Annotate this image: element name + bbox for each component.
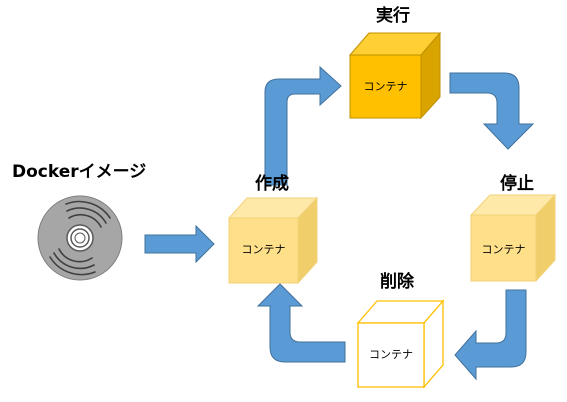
arrow-image-to-create	[144, 224, 215, 264]
arrow-run-to-stop	[449, 72, 535, 150]
arrow-create-to-run	[264, 65, 342, 186]
state-title-delete: 削除	[380, 272, 414, 292]
arrow-delete-to-create	[256, 283, 346, 363]
container-label-stop: コンテナ	[481, 243, 526, 256]
container-cube-stop	[469, 193, 557, 283]
container-label-create: コンテナ	[241, 243, 286, 256]
disc-icon	[37, 195, 123, 281]
state-title-create: 作成	[255, 174, 289, 194]
container-cube-create	[227, 196, 319, 285]
state-title-stop: 停止	[500, 174, 534, 194]
container-cube-run	[348, 31, 442, 120]
docker-image-label: Dockerイメージ	[12, 162, 147, 182]
container-cube-delete	[356, 299, 445, 389]
arrow-stop-to-delete	[454, 289, 527, 381]
container-label-delete: コンテナ	[369, 348, 413, 361]
container-label-run: コンテナ	[363, 80, 408, 93]
state-title-run: 実行	[376, 6, 410, 26]
